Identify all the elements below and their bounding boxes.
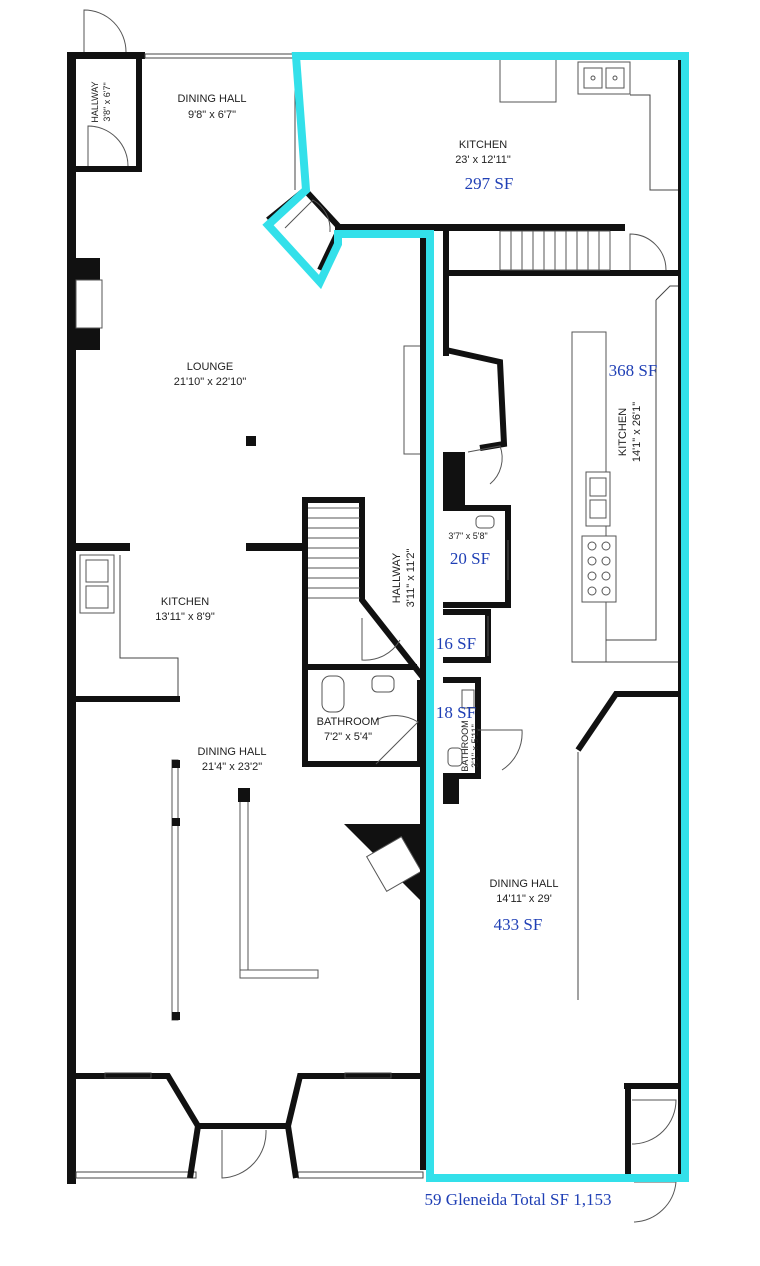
dining-hall-left-features <box>171 759 423 1021</box>
bottom-right-door <box>624 1083 678 1223</box>
party-wall <box>420 230 426 1170</box>
room-name-kitchen-left: KITCHEN <box>161 596 209 608</box>
bottom-window-left <box>75 1171 197 1179</box>
stairs-top <box>335 224 678 276</box>
room-dims-hallway-top: 3'8" x 6'7" <box>102 82 112 121</box>
kitchen-right-fixtures <box>571 285 678 1000</box>
stove-burner <box>601 571 611 581</box>
left-wall <box>67 52 76 1184</box>
room-dims-kitchen-right: 14'1" x 26'1" <box>631 402 643 462</box>
stove <box>581 535 617 603</box>
center-walls <box>443 276 508 508</box>
top-wall-left <box>67 52 145 59</box>
stove-burner <box>587 541 597 551</box>
area-kitchen-right: 368 SF <box>609 361 658 380</box>
room-name-dining-hall-left: DINING HALL <box>197 746 266 758</box>
room-dims-dining-hall-left: 21'4" x 23'2" <box>202 761 262 773</box>
top-window <box>144 53 296 59</box>
area-labels: 297 SF 368 SF 20 SF 16 SF 18 SF 433 SF <box>436 174 657 934</box>
room-labels: HALLWAY 3'8" x 6'7" DINING HALL 9'8" x 6… <box>90 81 643 905</box>
room-dims-bathroom-right: 3'1" x 5'11" <box>470 724 480 768</box>
room-name-bathroom-left: BATHROOM <box>317 716 380 728</box>
room-dims-kitchen-top: 23' x 12'11" <box>455 154 511 166</box>
area-kitchen-top: 297 SF <box>465 174 514 193</box>
lounge-features <box>70 258 433 551</box>
room-name-dining-hall-right: DINING HALL <box>489 878 558 890</box>
room-name-hallway-mid: HALLWAY <box>391 552 403 603</box>
room-dims-dining-hall-top: 9'8" x 6'7" <box>188 109 236 121</box>
leased-area-outline <box>262 52 689 1182</box>
counter <box>499 57 557 103</box>
room-dims-hallway-mid: 3'11" x 11'2" <box>405 549 417 608</box>
stove-burner <box>587 586 597 596</box>
room-name-kitchen-top: KITCHEN <box>459 139 507 151</box>
room-dims-kitchen-left: 13'11" x 8'9" <box>155 611 215 623</box>
area-closet: 16 SF <box>436 634 476 653</box>
entry-door-top <box>83 9 127 53</box>
room-name-hallway-top: HALLWAY <box>90 81 100 122</box>
kitchen-left-fixtures <box>76 554 180 702</box>
small-rooms-right <box>443 505 523 804</box>
bottom-window-right <box>297 1171 424 1179</box>
room-name-dining-hall-top: DINING HALL <box>177 93 246 105</box>
area-bathroom-right: 18 SF <box>436 703 476 722</box>
room-name-bathroom-right: BATHROOM <box>460 720 470 771</box>
hallway-top-walls <box>76 58 142 172</box>
kitchen-top-fixtures <box>294 57 678 191</box>
stairs-mid <box>302 497 428 760</box>
stove-burner <box>587 571 597 581</box>
stove-burner <box>587 556 597 566</box>
room-name-lounge: LOUNGE <box>187 361 233 373</box>
room-dims-bathroom-left: 7'2" x 5'4" <box>324 731 372 743</box>
room-dims-small-room: 3'7" x 5'8" <box>448 531 487 541</box>
area-dining-hall-right: 433 SF <box>494 915 543 934</box>
total-area-caption: 59 Gleneida Total SF 1,153 <box>425 1190 612 1209</box>
area-small-room: 20 SF <box>450 549 490 568</box>
room-dims-lounge: 21'10" x 22'10" <box>174 376 247 388</box>
room-name-kitchen-right: KITCHEN <box>617 408 629 456</box>
room-dims-dining-hall-right: 14'11" x 29' <box>496 893 552 905</box>
stove-burner <box>601 586 611 596</box>
stove-burner <box>601 556 611 566</box>
bay-window <box>76 1072 420 1179</box>
stove-burner <box>601 541 611 551</box>
